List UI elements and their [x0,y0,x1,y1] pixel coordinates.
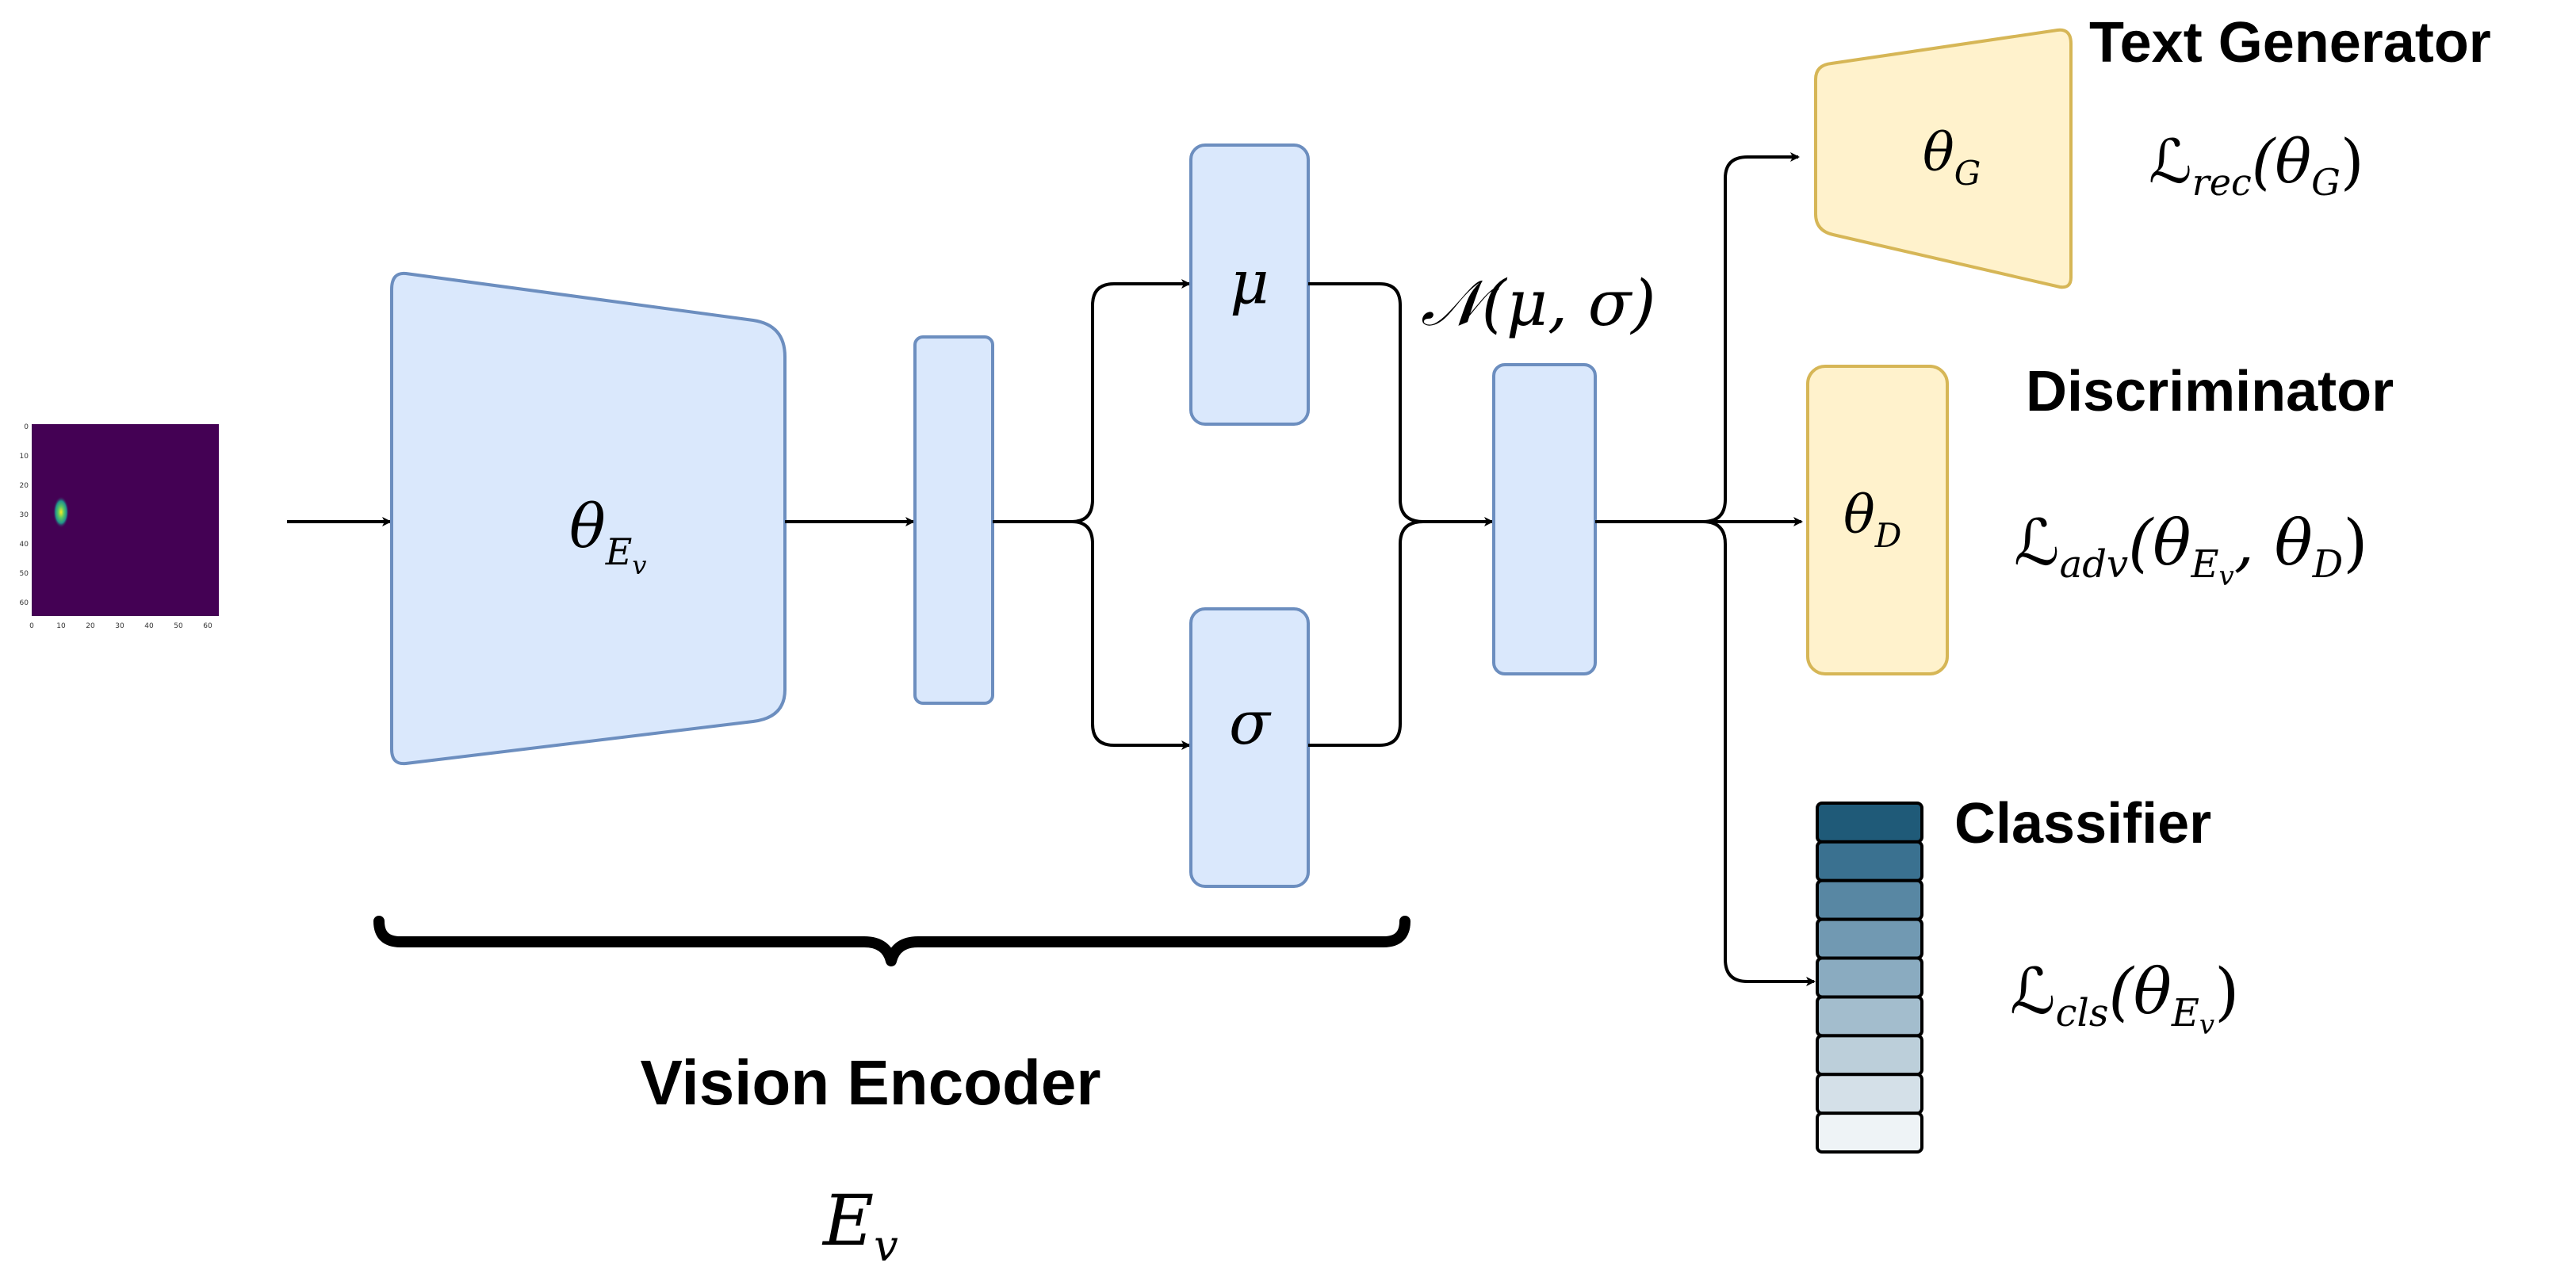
input-image-x-tick: 20 [86,622,95,630]
mu-to-latent-connector [1308,282,1494,526]
discriminator-loss: ℒadv(θEv, θD) [2014,506,2367,592]
discriminator-theta-label: θD [1843,484,1901,555]
encoder-symbol: Ev [821,1180,898,1271]
encoder-brace [373,916,1410,966]
input-image-x-tick: 10 [56,622,66,630]
classifier-cell [1816,840,1923,882]
input-image-y-tick: 30 [20,511,29,519]
classifier-cell [1816,995,1923,1038]
input-image-y-ticks: 0 10 20 30 40 50 60 [20,423,29,607]
classifier-title: Classifier [1954,792,2211,855]
input-image-hotspot [53,496,69,528]
generator-loss: ℒrec(θG) [2149,126,2364,204]
classifier-stack [1816,802,1923,1154]
sigma-box [1189,607,1310,888]
input-image-x-tick: 30 [115,622,124,630]
classifier-cell [1816,1034,1923,1077]
input-image: 0 10 20 30 40 50 60 0 10 20 30 40 50 60 [20,423,219,630]
mu-label: μ [1230,247,1269,317]
input-image-y-tick: 40 [20,541,29,549]
sigma-to-latent-connector [1308,520,1424,747]
latent-to-classifier-connector [1702,520,1816,986]
normal-distribution-label: 𝒩(μ, σ) [1421,266,1656,340]
classifier-cell [1816,1112,1923,1154]
input-image-x-tick: 40 [144,622,154,630]
generator-title: Text Generator [2089,11,2491,75]
encoder-theta-label: θEv [569,491,646,580]
input-image-x-tick: 60 [203,622,212,630]
discriminator-box [1806,365,1949,675]
split-to-sigma-connector [1071,520,1191,750]
latent-sample-box [1492,363,1597,675]
feature-vector-box [913,335,994,705]
input-image-x-tick: 0 [29,622,34,630]
classifier-loss: ℒcls(θEv) [2010,955,2239,1041]
input-image-x-ticks: 0 10 20 30 40 50 60 [29,622,212,630]
classifier-cell [1816,878,1923,921]
classifier-cell [1816,956,1923,999]
input-image-y-tick: 60 [20,599,29,607]
classifier-cell [1816,1073,1923,1115]
input-image-y-tick: 50 [20,570,29,578]
split-to-mu-connector [993,279,1191,523]
generator-theta-label: θG [1923,122,1981,193]
encoder-trapezoid [390,271,787,766]
classifier-cell [1816,802,1923,844]
input-image-y-tick: 0 [24,423,29,431]
generator-trapezoid [1814,28,2073,289]
classifier-cell [1816,917,1923,960]
input-image-y-tick: 10 [20,453,29,461]
input-image-y-tick: 20 [20,482,29,490]
input-image-x-tick: 50 [174,622,183,630]
discriminator-title: Discriminator [2026,360,2394,423]
encoder-caption: Vision Encoder [641,1047,1101,1118]
sigma-label: σ [1229,687,1272,758]
